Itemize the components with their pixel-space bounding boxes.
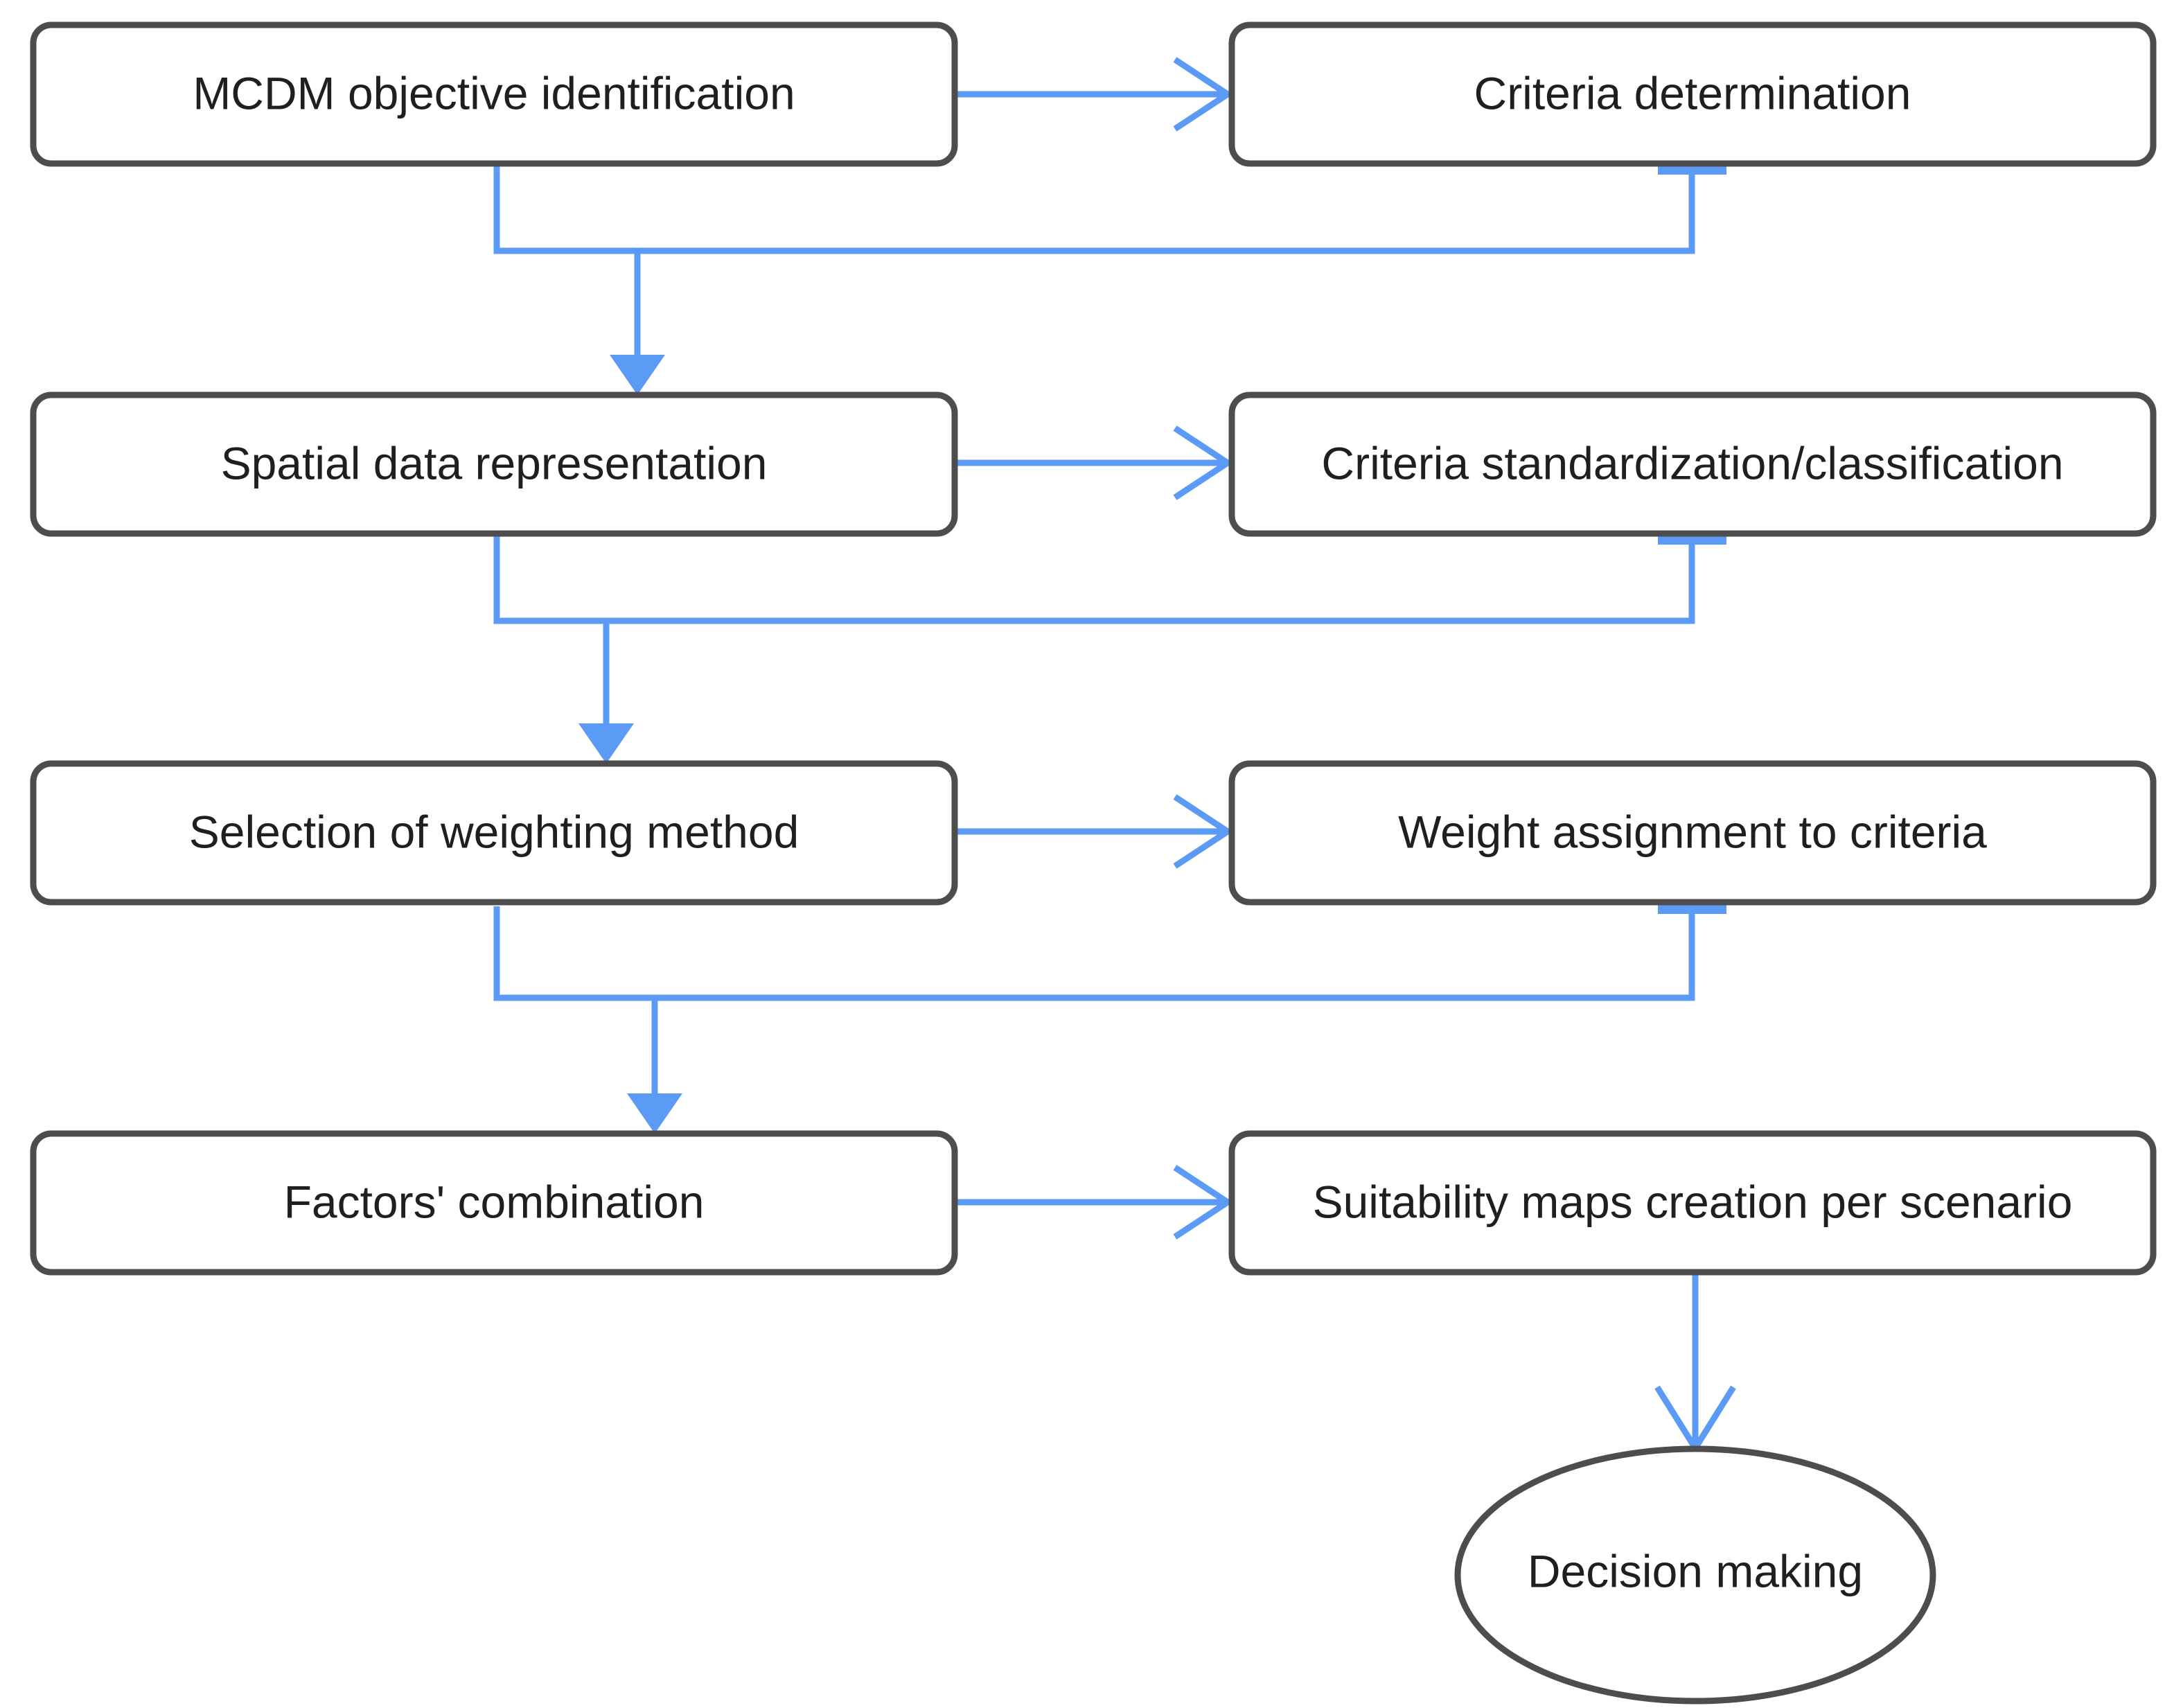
node-label: Weight assignment to criteria — [1398, 806, 1987, 857]
node-shape-rect — [30, 391, 958, 537]
node-shape-rect — [1228, 391, 2157, 537]
node-factors-combination[interactable]: Factors' combination — [30, 1130, 958, 1276]
node-spatial-data-representation[interactable]: Spatial data representation — [30, 391, 958, 537]
node-label: Selection of weighting method — [189, 806, 799, 857]
node-weight-assignment-to-criteria[interactable]: Weight assignment to criteria — [1228, 760, 2157, 906]
node-shape-rect — [1228, 21, 2157, 167]
edge-weighting-method-to-weight-assignment — [956, 794, 1234, 869]
node-label: Suitability maps creation per scenario — [1313, 1176, 2073, 1227]
node-label: Criteria standardization/classification — [1321, 437, 2063, 488]
node-layer: MCDM objective identification Criteria d… — [30, 21, 2157, 1705]
edge-weight-assignment-to-factors-combination — [493, 903, 1726, 1134]
edge-criteria-standardization-to-weighting-method — [493, 534, 1726, 764]
edge-spatial-data-to-criteria-standardization — [956, 425, 1234, 500]
node-shape-rect — [1228, 1130, 2157, 1276]
node-shape-ellipse — [1454, 1445, 1936, 1705]
node-label: Factors' combination — [284, 1176, 705, 1227]
node-shape-rect — [30, 1130, 958, 1276]
node-label: MCDM objective identification — [193, 67, 795, 118]
edge-factors-combination-to-suitability-maps — [956, 1165, 1234, 1240]
node-criteria-determination[interactable]: Criteria determination — [1228, 21, 2157, 167]
edge-mcdm-objective-to-criteria-determination — [956, 57, 1234, 132]
node-shape-rect — [30, 21, 958, 167]
node-label: Decision making — [1528, 1545, 1863, 1596]
node-label: Spatial data representation — [221, 437, 768, 488]
edge-suitability-maps-to-decision-making — [1654, 1275, 1736, 1454]
edge-criteria-determination-to-spatial-data — [493, 164, 1726, 395]
node-shape-rect — [30, 760, 958, 906]
node-selection-of-weighting-method[interactable]: Selection of weighting method — [30, 760, 958, 906]
node-decision-making[interactable]: Decision making — [1454, 1445, 1936, 1705]
node-mcdm-objective-identification[interactable]: MCDM objective identification — [30, 21, 958, 167]
node-suitability-maps-creation[interactable]: Suitability maps creation per scenario — [1228, 1130, 2157, 1276]
edge-layer — [493, 57, 1736, 1454]
node-criteria-standardization-classification[interactable]: Criteria standardization/classification — [1228, 391, 2157, 537]
node-shape-rect — [1228, 760, 2157, 906]
node-label: Criteria determination — [1474, 67, 1911, 118]
